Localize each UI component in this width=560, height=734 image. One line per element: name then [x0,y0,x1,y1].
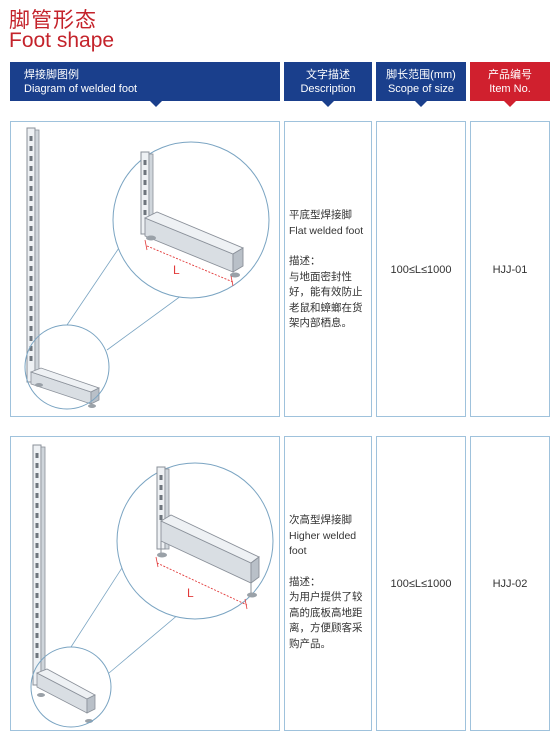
row2-size-cell: 100≤L≤1000 [376,436,466,731]
flat-welded-foot-drawing: L [24,127,270,410]
header-description-cn: 文字描述 [306,69,350,81]
row2-desc-line2: 高的底板高地距 [289,606,363,619]
header-diagram-cn: 焊接脚图例 [24,69,79,81]
row2-diagram-cell: L [10,436,280,731]
row1-description: 平底型焊接脚 Flat welded foot 描述： 与地面密封性 好，能有效… [289,208,369,332]
row1-desc-label: 描述： [289,255,321,267]
row2-desc-line4: 购产品。 [289,637,331,650]
header-description: 文字描述 Description [284,62,372,107]
header-item-no: 产品编号 Item No. [470,62,550,107]
row1-size: 100≤L≤1000 [390,264,452,276]
row2-name-en-line1: Higher welded [289,529,357,542]
header-size-en: Scope of size [387,83,455,95]
row2-desc-line1: 为用户提供了较 [289,591,363,603]
row2-desc-label: 描述： [289,575,321,588]
row2-description: 次高型焊接脚 Higher welded foot 描述： 为用户提供了较 高的… [289,513,369,652]
row1-diagram-cell: L [10,121,280,417]
row2-item-no: HJJ-02 [492,578,528,590]
row1-name-en: Flat welded foot [289,224,364,237]
header-size-notch [415,101,427,107]
dimension-label-l: L [173,263,180,277]
row2-name-cn: 次高型焊接脚 [289,514,352,526]
header-description-en: Description [300,83,356,95]
page-title-cn: 脚管形态 [9,9,97,32]
header-diagram-en: Diagram of welded foot [24,83,138,95]
row2-description-cell: 次高型焊接脚 Higher welded foot 描述： 为用户提供了较 高的… [284,436,372,731]
row2-desc-line3: 离，方便顾客采 [289,622,363,634]
header-item-cn: 产品编号 [488,69,532,81]
header-item-en: Item No. [489,83,531,95]
row1-description-cell: 平底型焊接脚 Flat welded foot 描述： 与地面密封性 好，能有效… [284,121,372,417]
row2-name-en-line2: foot [289,545,307,557]
row2-item-cell: HJJ-02 [470,436,550,731]
row1-item-cell: HJJ-01 [470,121,550,417]
header-description-notch [322,101,334,107]
dimension-label-l: L [187,586,194,600]
header-size-cn: 脚长范围(mm) [386,69,456,81]
row1-desc-line1: 与地面密封性 [289,270,352,283]
header-item-notch [504,101,516,107]
row1-size-cell: 100≤L≤1000 [376,121,466,417]
row1-name-cn: 平底型焊接脚 [289,209,352,221]
row1-desc-line3: 老鼠和蟑螂在货 [289,301,363,314]
header-size: 脚长范围(mm) Scope of size [376,62,466,107]
higher-welded-foot-drawing: L [30,444,274,728]
row2-size: 100≤L≤1000 [390,578,452,590]
header-diagram: 焊接脚图例 Diagram of welded foot [10,62,280,107]
row1-desc-line4: 架内部栖息。 [289,317,352,329]
row1-desc-line2: 好，能有效防止 [289,286,363,298]
header-diagram-notch [150,101,162,107]
page-title-en: Foot shape [9,29,115,52]
row1-item-no: HJJ-01 [492,264,528,276]
